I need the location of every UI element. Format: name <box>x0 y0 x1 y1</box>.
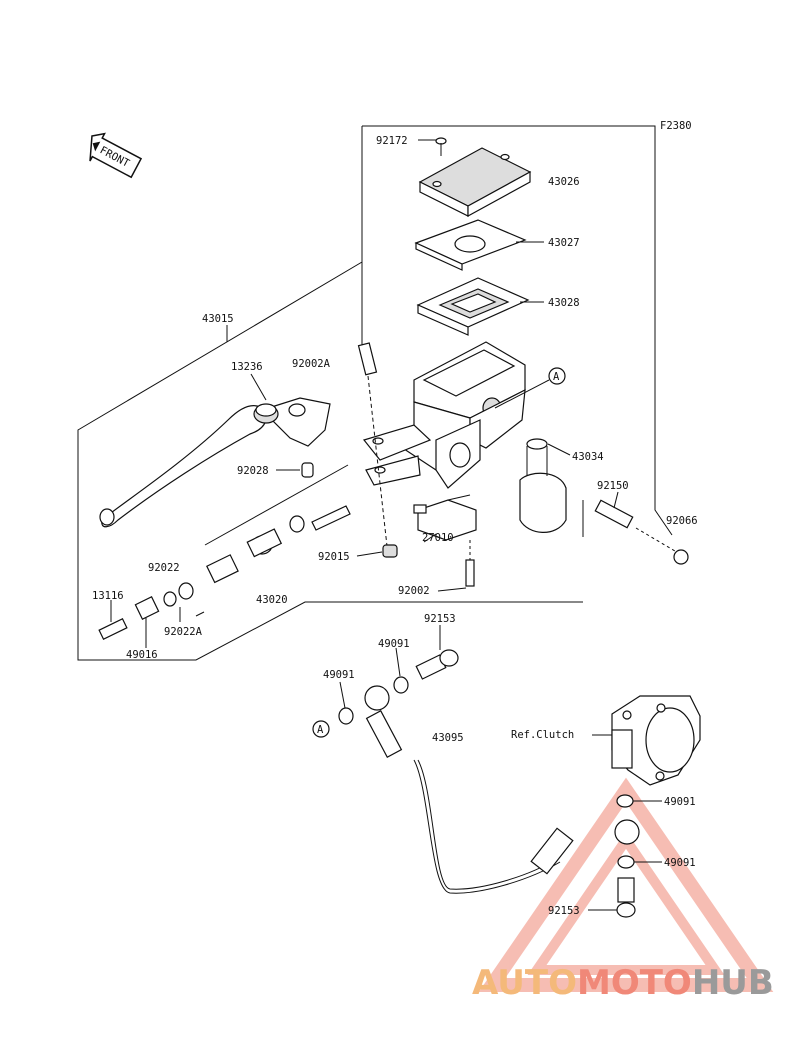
watermark-part1: AUTO <box>472 963 577 1003</box>
watermark-part3: HUB <box>691 963 774 1003</box>
assembly-outline-43020-b <box>195 611 205 617</box>
clutch-slave-reference <box>611 695 701 786</box>
banjo-bolt-upper <box>415 649 459 680</box>
reservoir-cap <box>418 147 532 218</box>
label-49016: 49016 <box>126 649 158 661</box>
brake-switch <box>413 494 477 541</box>
boot-92015 <box>382 544 398 558</box>
figure-code: F2380 <box>660 120 692 132</box>
label-92066: 92066 <box>666 515 698 527</box>
reservoir-diaphragm <box>416 277 530 336</box>
label-49091-upper-left: 49091 <box>323 669 355 681</box>
label-92153-lower: 92153 <box>548 905 580 917</box>
screw-92002 <box>465 540 475 587</box>
washers-upper <box>338 676 409 725</box>
label-43026: 43026 <box>548 176 580 188</box>
banjo-bolt-lower <box>616 877 636 918</box>
watermark-part2: MOTO <box>576 963 692 1003</box>
piston-set <box>98 505 351 640</box>
label-92022: 92022 <box>148 562 180 574</box>
clamp-bolt <box>594 499 681 555</box>
label-92002: 92002 <box>398 585 430 597</box>
leader-lines <box>110 139 662 911</box>
label-43027: 43027 <box>548 237 580 249</box>
ref-marker-a-hose: A <box>312 720 330 738</box>
label-92022a: 92022A <box>164 626 203 638</box>
label-13116: 13116 <box>92 590 124 602</box>
label-43095: 43095 <box>432 732 464 744</box>
label-92172: 92172 <box>376 135 408 147</box>
watermark-triangle-logo <box>478 777 774 992</box>
svg-text:A: A <box>553 371 560 383</box>
assembly-outline-43020 <box>204 464 349 546</box>
label-43020: 43020 <box>256 594 288 606</box>
front-arrow-icon: FRONT <box>89 132 143 179</box>
master-cylinder-body <box>362 341 526 489</box>
svg-text:A: A <box>317 724 324 736</box>
handlebar-clamp <box>519 438 567 533</box>
ref-marker-a-top: A <box>494 367 566 409</box>
cap-92066 <box>673 549 689 565</box>
brake-hose <box>364 685 640 894</box>
label-49091-upper-right: 49091 <box>378 638 410 650</box>
reservoir-plate <box>414 219 527 271</box>
label-92150: 92150 <box>597 480 629 492</box>
label-13236: 13236 <box>231 361 263 373</box>
watermark-brand-text: AUTOMOTOHUB <box>472 963 774 1003</box>
assembly-outline-43015 <box>362 125 673 536</box>
label-92153-upper: 92153 <box>424 613 456 625</box>
label-43034: 43034 <box>572 451 604 463</box>
pivot-bolt-92002a <box>357 342 389 556</box>
label-49091-lower-top: 49091 <box>664 796 696 808</box>
screw-92172 <box>435 137 447 156</box>
label-92002a: 92002A <box>292 358 331 370</box>
label-27010: 27010 <box>422 532 454 544</box>
label-92015: 92015 <box>318 551 350 563</box>
brake-lever <box>99 397 331 528</box>
label-ref-clutch: Ref.Clutch <box>511 729 574 741</box>
label-49091-lower-bottom: 49091 <box>664 857 696 869</box>
label-43028: 43028 <box>548 297 580 309</box>
bush-92028 <box>301 462 314 478</box>
label-92028: 92028 <box>237 465 269 477</box>
label-43015: 43015 <box>202 313 234 325</box>
